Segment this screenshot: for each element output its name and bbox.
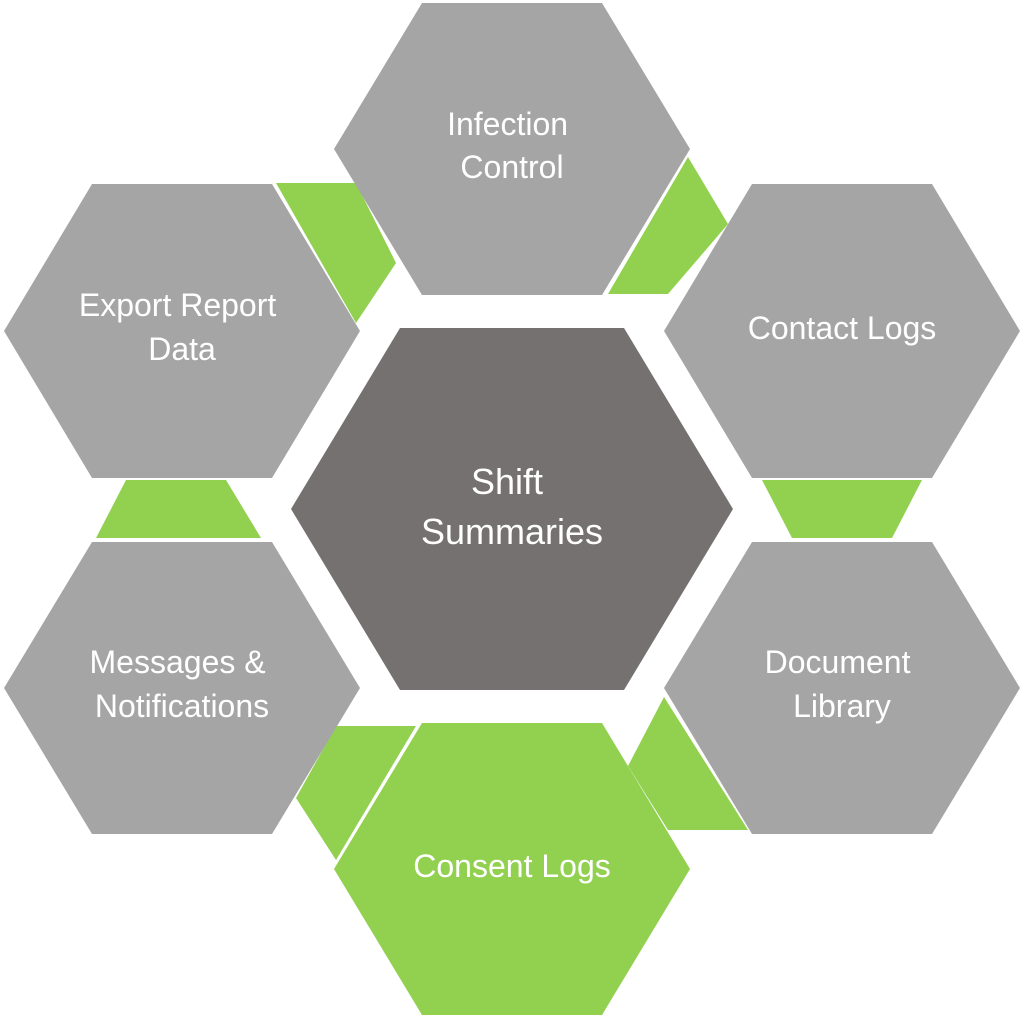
node-label-line: Document: [765, 644, 911, 680]
node-document-library: Document Library: [664, 542, 1020, 834]
node-contact-logs: Contact Logs: [664, 184, 1020, 478]
connector-contact-document: [762, 480, 922, 538]
connector-messages-export: [96, 480, 261, 538]
connector-infection-contact: [608, 157, 728, 294]
hexagon: [334, 723, 690, 1015]
connector-consent-messages: [296, 726, 416, 860]
center-hexagon: [291, 328, 733, 690]
node-consent-logs: Consent Logs: [334, 723, 690, 1015]
center-label-line: Shift: [471, 461, 543, 502]
node-label-line: Consent Logs: [413, 848, 610, 884]
node-infection-control: Infection Control: [334, 3, 690, 295]
node-messages-notifications: Messages & Notifications: [4, 542, 360, 834]
node-label-line: Export Report: [79, 287, 277, 323]
hexagon: [664, 542, 1020, 834]
center-label: Shift Summaries: [421, 461, 603, 552]
hexagon: [334, 3, 690, 295]
node-label-line: Data: [148, 331, 216, 367]
hexagon: [4, 542, 360, 834]
node-label-line: Notifications: [95, 688, 269, 724]
hexagon: [4, 184, 360, 478]
node-label-line: Library: [793, 688, 891, 724]
connector-export-infection: [276, 183, 396, 323]
node-label-line: Contact Logs: [748, 310, 937, 346]
node-label-line: Infection: [447, 106, 568, 142]
node-label: Consent Logs: [413, 848, 610, 884]
node-center-shift-summaries: Shift Summaries: [291, 328, 733, 690]
hexagon: [664, 184, 1020, 478]
node-label: Document Library: [765, 644, 920, 724]
node-label-line: Control: [460, 149, 563, 185]
node-label: Contact Logs: [748, 310, 937, 346]
connector-document-consent: [628, 697, 748, 830]
center-label-line: Summaries: [421, 511, 603, 552]
connectors: [96, 157, 922, 860]
node-export-report-data: Export Report Data: [4, 184, 360, 478]
node-label: Infection Control: [447, 106, 577, 185]
node-label: Export Report Data: [79, 287, 285, 367]
node-label-line: Messages &: [90, 644, 266, 680]
node-label: Messages & Notifications: [90, 644, 275, 724]
